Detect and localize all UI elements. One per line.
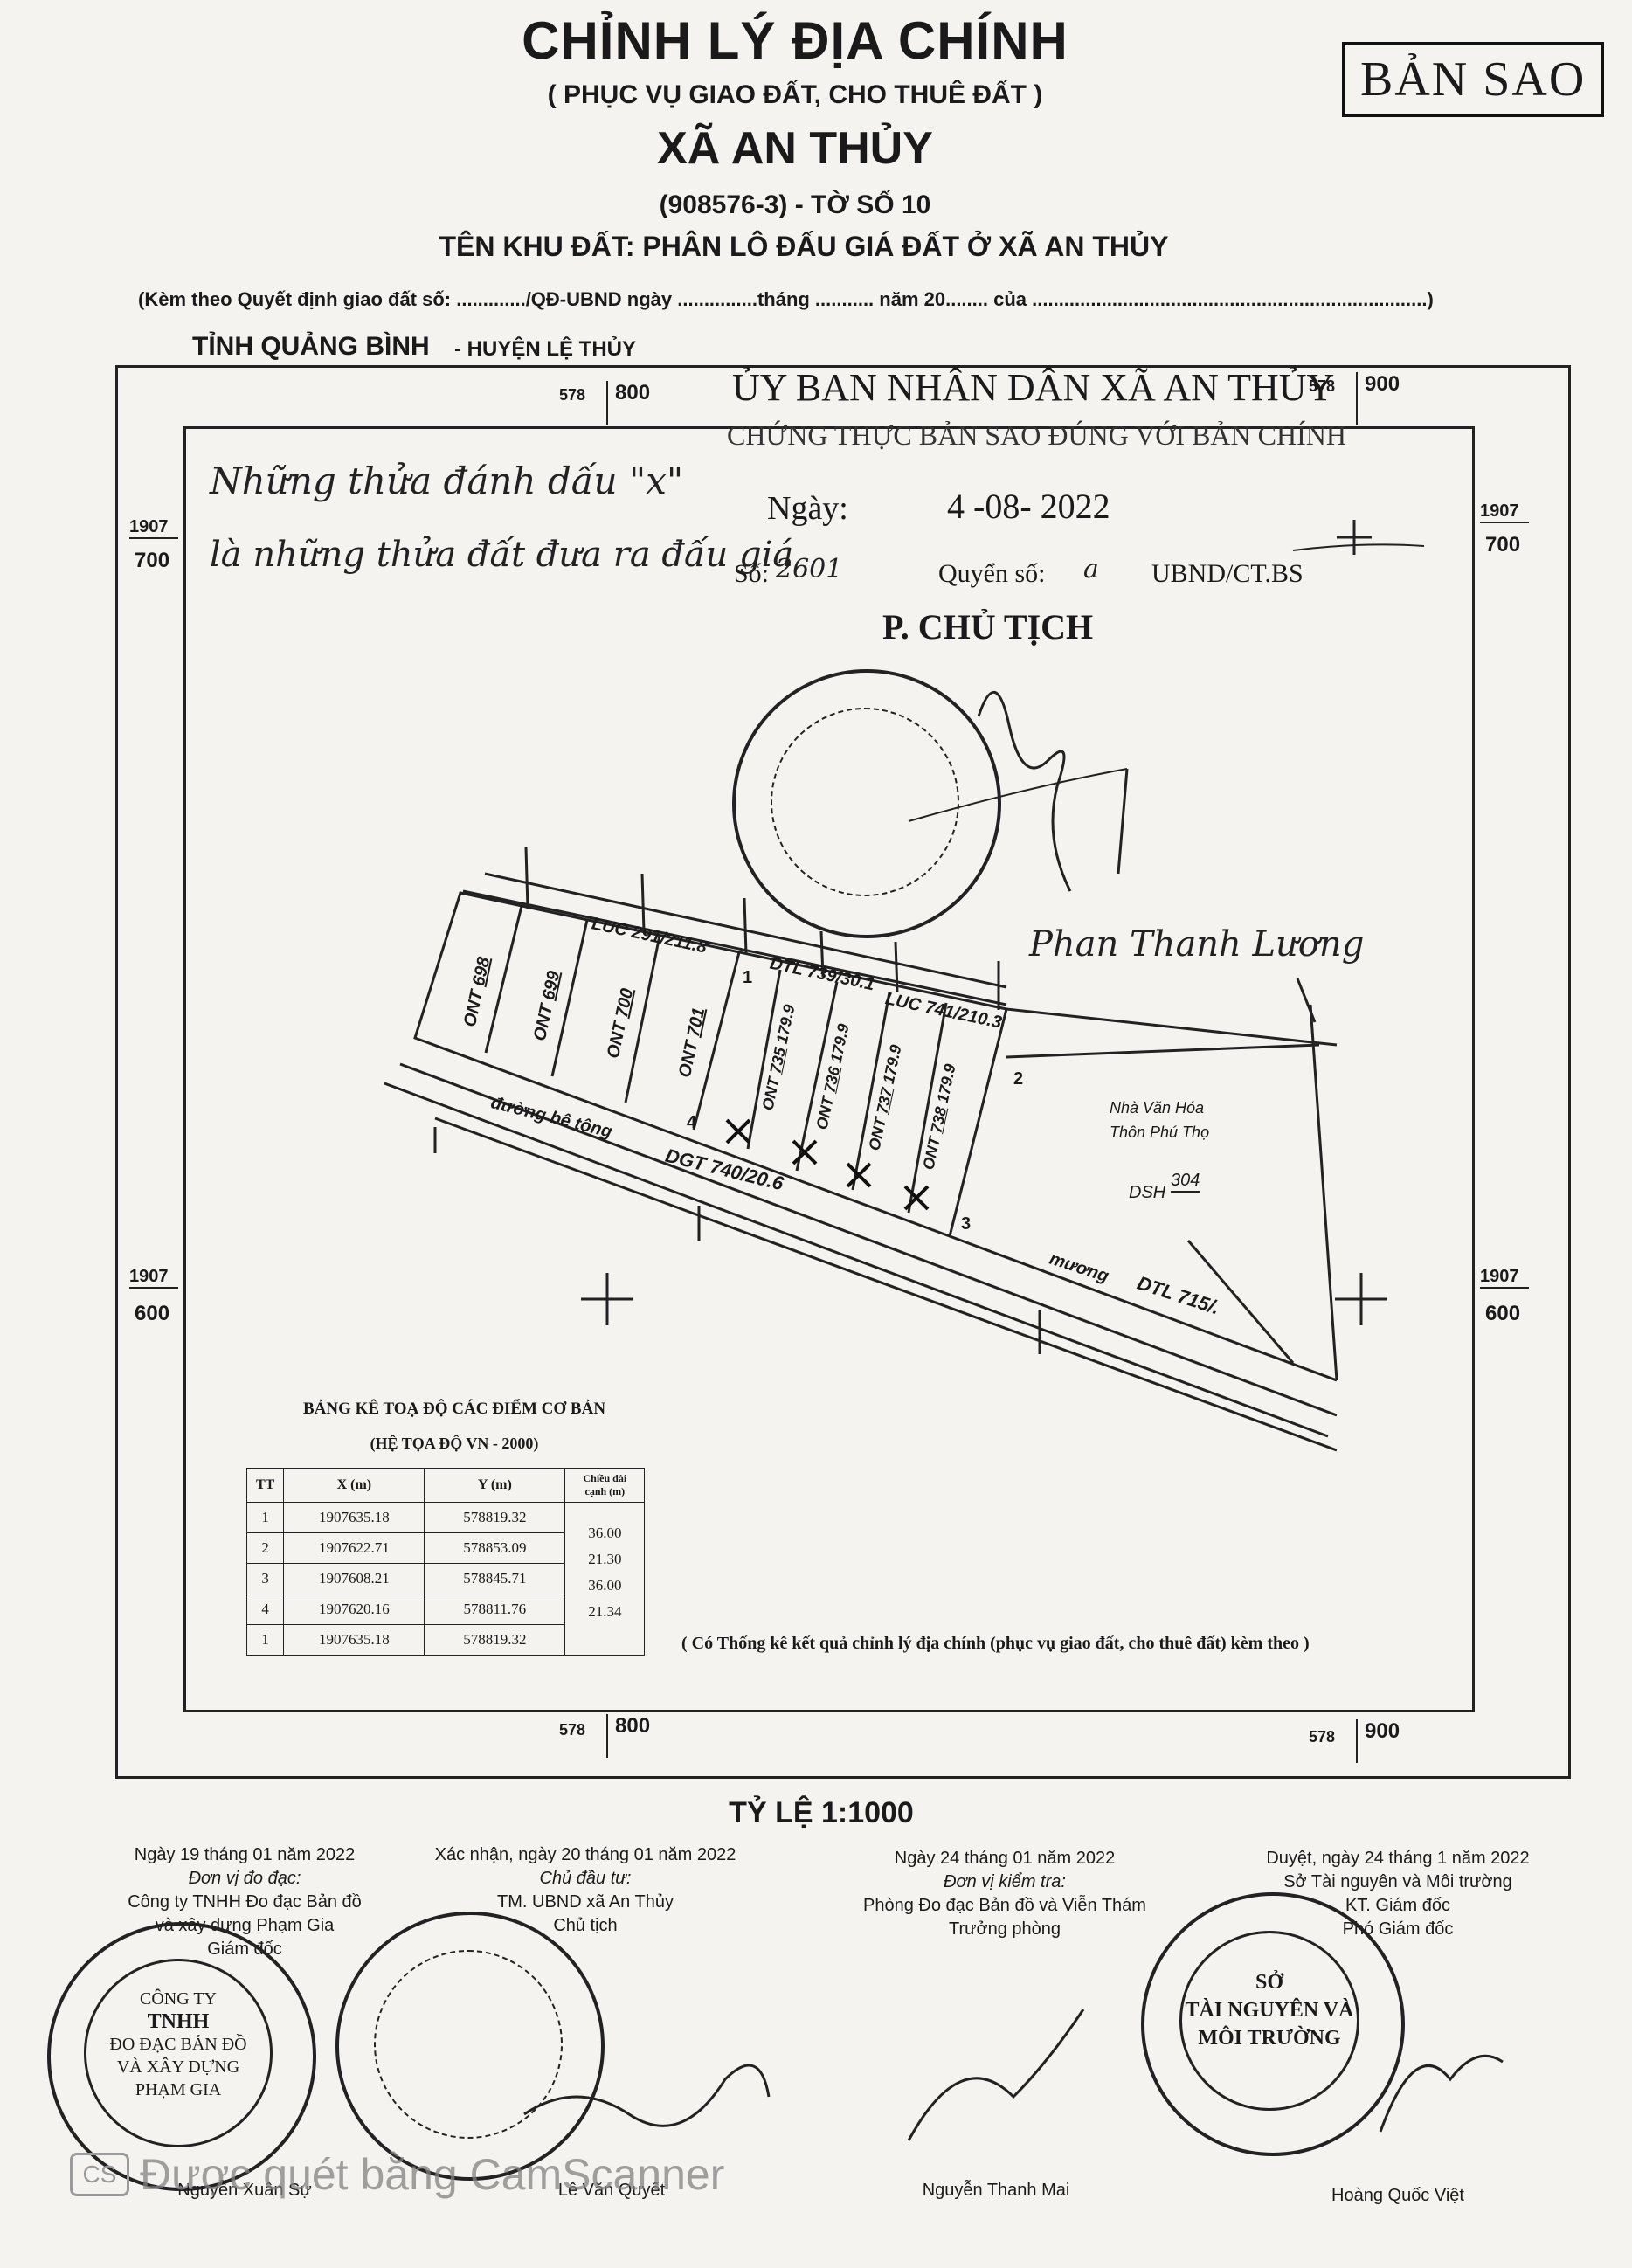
grid-right-600-b: 600 <box>1485 1302 1521 1325</box>
document-title: CHỈNH LÝ ĐỊA CHÍNH <box>522 11 1068 70</box>
cert-quyen-label: Quyển số: <box>938 559 1046 588</box>
label-dsh-num: 304 <box>1171 1171 1200 1193</box>
grid-left-600-b: 600 <box>135 1302 170 1325</box>
sig-date: Xác nhận, ngày 20 tháng 01 năm 2022 <box>434 1845 736 1864</box>
map-inner-frame <box>183 426 1475 1712</box>
grid-right-700-b: 700 <box>1485 533 1521 557</box>
length-2-3: 21.30 <box>588 1551 622 1567</box>
cert-signer-name: Phan Thanh Lương <box>1029 924 1365 965</box>
certification-text: CHỨNG THỰC BẢN SAO ĐÚNG VỚI BẢN CHÍNH <box>727 419 1346 451</box>
province-label: TỈNH QUẢNG BÌNH <box>192 332 430 361</box>
sig-date: Duyệt, ngày 24 tháng 1 năm 2022 <box>1266 1849 1530 1868</box>
director-signature <box>1379 2054 1504 2133</box>
signature-block-director: Duyệt, ngày 24 tháng 1 năm 2022 Sở Tài n… <box>1206 1847 1590 1941</box>
grid-cross-marks <box>581 520 1387 1325</box>
signer-name-investor: Lê Văn Quyết <box>557 2181 666 2200</box>
cert-so-label: Số: <box>734 559 770 588</box>
coord-header-x: X (m) <box>283 1468 425 1503</box>
length-1-2: 36.00 <box>588 1525 622 1541</box>
surveyor-stamp: CÔNG TY TNHH ĐO ĐẠC BẢN ĐỒ VÀ XÂY DỰNG P… <box>47 1922 316 2191</box>
investor-stamp <box>335 1912 605 2181</box>
area-name: TÊN KHU ĐẤT: PHÂN LÔ ĐẤU GIÁ ĐẤT Ở XÃ AN… <box>439 231 1169 262</box>
cert-book-code: UBND/CT.BS <box>1151 559 1304 588</box>
signer-name-director: Hoàng Quốc Việt <box>1331 2186 1464 2205</box>
grid-bottom-right-b: 900 <box>1356 1719 1400 1763</box>
coord-header-y: Y (m) <box>424 1468 566 1503</box>
grid-right-600-a: 1907 <box>1480 1267 1529 1289</box>
coord-table-note: ( Có Thống kê kết quả chỉnh lý địa chính… <box>681 1634 1310 1653</box>
grid-top-right-a: 578 <box>1309 377 1336 395</box>
label-community-hall-1: Nhà Văn Hóa <box>1110 1099 1205 1117</box>
signature-block-inspector: Ngày 24 tháng 01 năm 2022 Đơn vị kiểm tr… <box>821 1847 1188 1941</box>
chairman-signature <box>977 690 1072 892</box>
map-outer-frame <box>115 365 1571 1779</box>
cert-quyen-value: a <box>1083 554 1099 584</box>
grid-top-left-a: 578 <box>559 386 586 404</box>
signer-name-surveyor: Nguyễn Xuân Sự <box>177 2181 312 2200</box>
cert-role: P. CHỦ TỊCH <box>882 607 1094 647</box>
coord-table-title: BẢNG KÊ TOẠ ĐỘ CÁC ĐIỂM CƠ BẢN <box>302 1400 606 1418</box>
commune-title: XÃ AN THỦY <box>657 123 933 174</box>
map-scale: TỶ LỆ 1:1000 <box>729 1796 914 1829</box>
sig-date: Ngày 24 tháng 01 năm 2022 <box>894 1849 1116 1868</box>
signer-name-inspector: Nguyễn Thanh Mai <box>922 2181 1070 2200</box>
length-4-1: 21.34 <box>588 1603 622 1620</box>
point-4: 4 <box>687 1113 697 1132</box>
camscanner-logo: CS <box>70 2153 129 2196</box>
point-3: 3 <box>961 1214 972 1234</box>
camscanner-watermark: Được quét bằng CamScanner <box>140 2150 725 2199</box>
grid-right-700-a: 1907 <box>1480 501 1529 523</box>
sig-date: Ngày 19 tháng 01 năm 2022 <box>134 1845 356 1864</box>
cert-so-value: 2601 <box>776 554 843 584</box>
parcel-block <box>384 768 1338 1452</box>
cert-date-value: 4 -08- 2022 <box>947 487 1110 526</box>
sheet-number: (908576-3) - TỜ SỐ 10 <box>659 190 931 219</box>
certifying-org: ỦY BAN NHÂN DÂN XÃ AN THỦY <box>732 366 1335 409</box>
label-community-hall-2: Thôn Phú Thọ <box>1110 1124 1210 1141</box>
length-3-4: 36.00 <box>588 1577 622 1594</box>
district-label: - HUYỆN LỆ THỦY <box>454 337 637 361</box>
commune-stamp <box>732 669 1001 938</box>
signature-block-surveyor: Ngày 19 tháng 01 năm 2022 Đơn vị đo đạc:… <box>70 1843 419 1961</box>
coord-header-tt: TT <box>245 1468 285 1503</box>
grid-top-left-b: 800 <box>606 381 650 425</box>
grid-bottom-left-b: 800 <box>606 1714 650 1758</box>
coord-table-system: (HỆ TỌA ĐỘ VN - 2000) <box>370 1435 539 1452</box>
grid-bottom-left-a: 578 <box>559 1721 586 1739</box>
handwritten-arrow <box>1292 543 1425 551</box>
handwritten-note-line2: là những thửa đất đưa ra đấu giá <box>210 535 794 575</box>
decision-line: (Kèm theo Quyết định giao đất số: ......… <box>138 288 1434 310</box>
auction-marks <box>725 1118 930 1211</box>
copy-label: BẢN SAO <box>1342 42 1605 117</box>
label-dsh: DSH <box>1129 1183 1166 1202</box>
point-1: 1 <box>743 968 753 987</box>
coord-header-length: Chiều dài cạnh (m) <box>564 1468 646 1503</box>
document-subtitle: ( PHỤC VỤ GIAO ĐẤT, CHO THUÊ ĐẤT ) <box>547 80 1043 109</box>
department-stamp: SỞ TÀI NGUYÊN VÀ MÔI TRƯỜNG <box>1141 1892 1405 2156</box>
grid-top-right-b: 900 <box>1356 372 1400 425</box>
handwritten-note-line1: Những thửa đánh dấu "x" <box>210 460 684 502</box>
signature-block-investor: Xác nhận, ngày 20 tháng 01 năm 2022 Chủ … <box>402 1843 769 1938</box>
grid-left-600-a: 1907 <box>129 1267 178 1289</box>
grid-bottom-right-a: 578 <box>1309 1728 1336 1746</box>
grid-left-700-a: 1907 <box>129 517 178 539</box>
grid-left-700-b: 700 <box>135 549 170 572</box>
inspector-signature <box>907 2009 1085 2141</box>
point-2: 2 <box>1013 1069 1024 1089</box>
cert-date-label: Ngày: <box>767 490 848 527</box>
